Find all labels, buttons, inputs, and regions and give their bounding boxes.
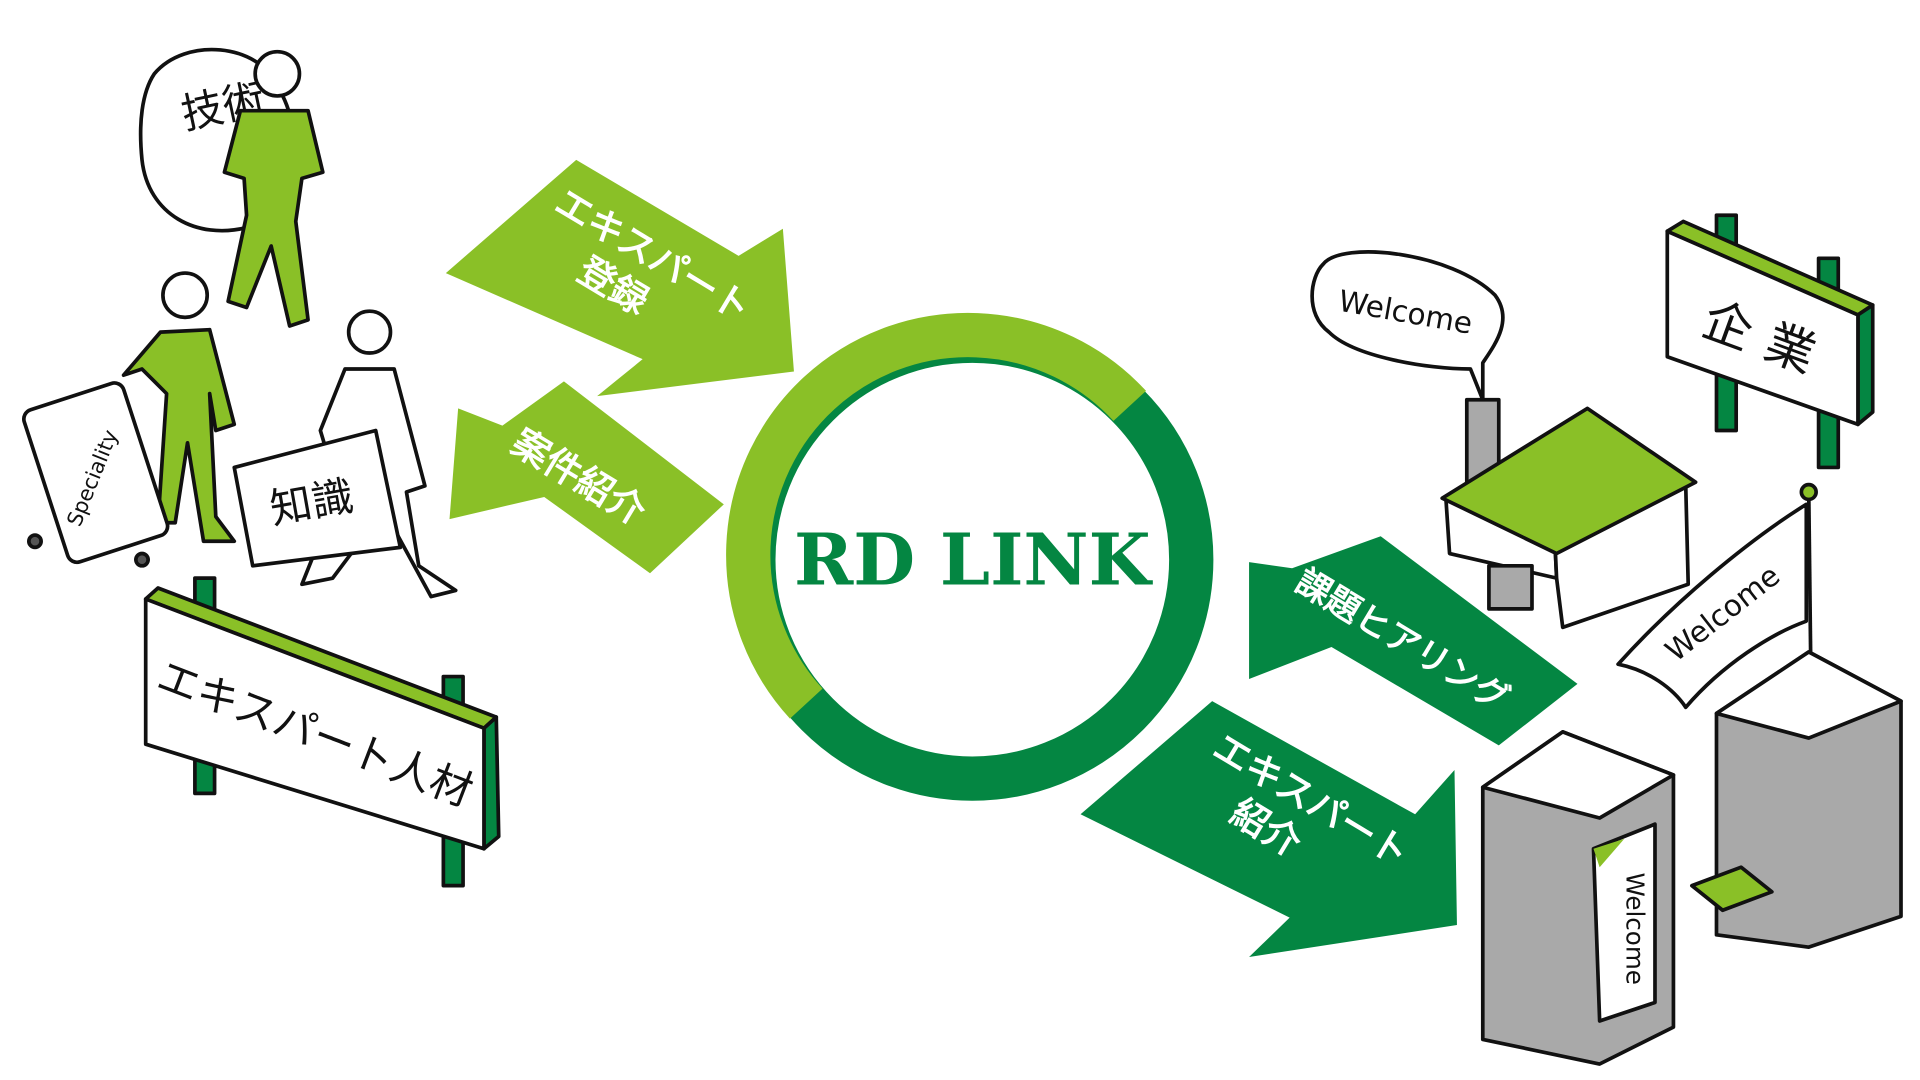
suitcase-wheel bbox=[26, 533, 43, 550]
arrow-shape bbox=[1249, 536, 1578, 746]
ring-light-segment bbox=[726, 312, 1147, 719]
suitcase bbox=[22, 381, 170, 565]
elder-head bbox=[253, 49, 302, 98]
factory-roof bbox=[1440, 406, 1698, 556]
sign-accent bbox=[1593, 838, 1625, 868]
sign-board bbox=[1665, 229, 1860, 427]
expert-people-illustration: 技術 Speciality 知識 bbox=[22, 47, 458, 599]
elder-body bbox=[222, 108, 325, 328]
welcome-speech-bubble bbox=[1310, 250, 1505, 402]
building-roof bbox=[1480, 730, 1676, 820]
man-body bbox=[121, 327, 237, 544]
arrow-shape bbox=[1080, 701, 1457, 957]
arrow-shape bbox=[449, 381, 724, 574]
woman-head bbox=[346, 309, 393, 355]
arrow-shape bbox=[445, 159, 794, 397]
building-sign-label: Welcome bbox=[1621, 872, 1650, 985]
arrow-project-intro: 案件紹介 bbox=[449, 381, 724, 574]
flag-pole-top bbox=[1799, 482, 1818, 502]
bench bbox=[1690, 865, 1774, 913]
sign-board bbox=[143, 597, 486, 851]
factory-illustration: Welcome bbox=[1310, 250, 1698, 630]
sign-side bbox=[482, 715, 501, 851]
sign-side bbox=[1856, 303, 1875, 427]
factory-door bbox=[1487, 563, 1534, 611]
expert-sign: エキスパート人材 bbox=[143, 576, 501, 888]
office-buildings-illustration: Welcome Welcome bbox=[1480, 482, 1903, 1066]
rd-link-logo: RD LINK bbox=[794, 517, 1154, 601]
suitcase-wheel bbox=[134, 551, 151, 568]
arrow-expert-register: エキスパート 登録 bbox=[445, 159, 794, 397]
arrow-expert-intro: エキスパート 紹介 bbox=[1080, 701, 1457, 957]
building-welcome-sign bbox=[1591, 822, 1657, 1023]
company-sign: 企業 bbox=[1665, 213, 1875, 470]
rd-link-ring: RD LINK bbox=[726, 312, 1214, 801]
building-roof bbox=[1714, 650, 1903, 740]
knowledge-bag bbox=[232, 428, 403, 568]
welcome-flag bbox=[1616, 502, 1809, 710]
man-head bbox=[161, 271, 210, 320]
